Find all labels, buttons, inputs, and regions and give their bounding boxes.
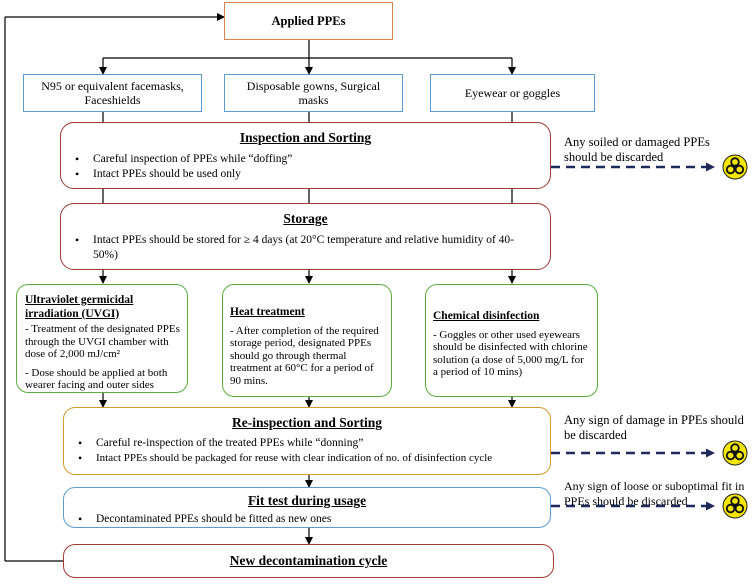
storage-box: Storage Intact PPEs should be stored for… (60, 203, 551, 270)
inspection-sorting-box: Inspection and Sorting Careful inspectio… (60, 122, 551, 189)
method-text: - After completion of the required stora… (230, 324, 379, 387)
method-title: Chemical disinfection (433, 310, 540, 322)
category-label: Disposable gowns, Surgical masks (246, 79, 381, 107)
reinspection-bullet: Intact PPEs should be packaged for reuse… (64, 451, 550, 466)
method-box-heat: Heat treatment - After completion of the… (222, 284, 392, 397)
applied-ppes-label: Applied PPEs (271, 13, 346, 28)
fit-test-title: Fit test during usage (247, 493, 367, 508)
method-title: Heat treatment (230, 306, 305, 318)
storage-title: Storage (283, 211, 328, 226)
reinspection-bullet: Careful re-inspection of the treated PPE… (64, 436, 550, 451)
method-box-chemical: Chemical disinfection - Goggles or other… (425, 284, 598, 397)
fit-test-discard-note: Any sign of loose or suboptimal fit in P… (564, 479, 745, 508)
new-cycle-label: New decontamination cycle (229, 553, 388, 568)
biohazard-icon (722, 154, 748, 180)
storage-bullet: Intact PPEs should be stored for ≥ 4 day… (61, 233, 534, 262)
applied-ppes-box: Applied PPEs (224, 2, 393, 40)
category-label: N95 or equivalent facemasks, Faceshields (41, 79, 184, 107)
category-box-facemasks: N95 or equivalent facemasks, Faceshields (23, 74, 202, 112)
method-box-uvgi: Ultraviolet germicidal irradiation (UVGI… (16, 284, 188, 393)
method-text: - Treatment of the designated PPEs throu… (25, 323, 180, 360)
fit-test-box: Fit test during usage Decontaminated PPE… (63, 487, 551, 528)
biohazard-icon (722, 440, 748, 466)
inspection-discard-note: Any soiled or damaged PPEs should be dis… (564, 135, 710, 164)
inspection-bullet: Intact PPEs should be used only (61, 167, 550, 182)
category-box-gowns: Disposable gowns, Surgical masks (224, 74, 403, 112)
method-text: - Dose should be applied at both wearer … (25, 366, 168, 392)
category-box-eyewear: Eyewear or goggles (430, 74, 595, 112)
fit-test-bullet: Decontaminated PPEs should be fitted as … (64, 512, 550, 527)
method-title: Ultraviolet germicidal irradiation (UVGI… (25, 294, 134, 320)
inspection-title: Inspection and Sorting (239, 130, 372, 145)
method-text: - Goggles or other used eyewears should … (433, 328, 588, 379)
category-label: Eyewear or goggles (464, 86, 561, 100)
reinspection-box: Re-inspection and Sorting Careful re-ins… (63, 407, 551, 475)
biohazard-icon (722, 493, 748, 519)
reinspection-title: Re-inspection and Sorting (231, 415, 383, 430)
inspection-bullet: Careful inspection of PPEs while “doffin… (61, 152, 550, 167)
reinspection-discard-note: Any sign of damage in PPEs should be dis… (564, 413, 744, 442)
new-cycle-box: New decontamination cycle (63, 544, 554, 578)
